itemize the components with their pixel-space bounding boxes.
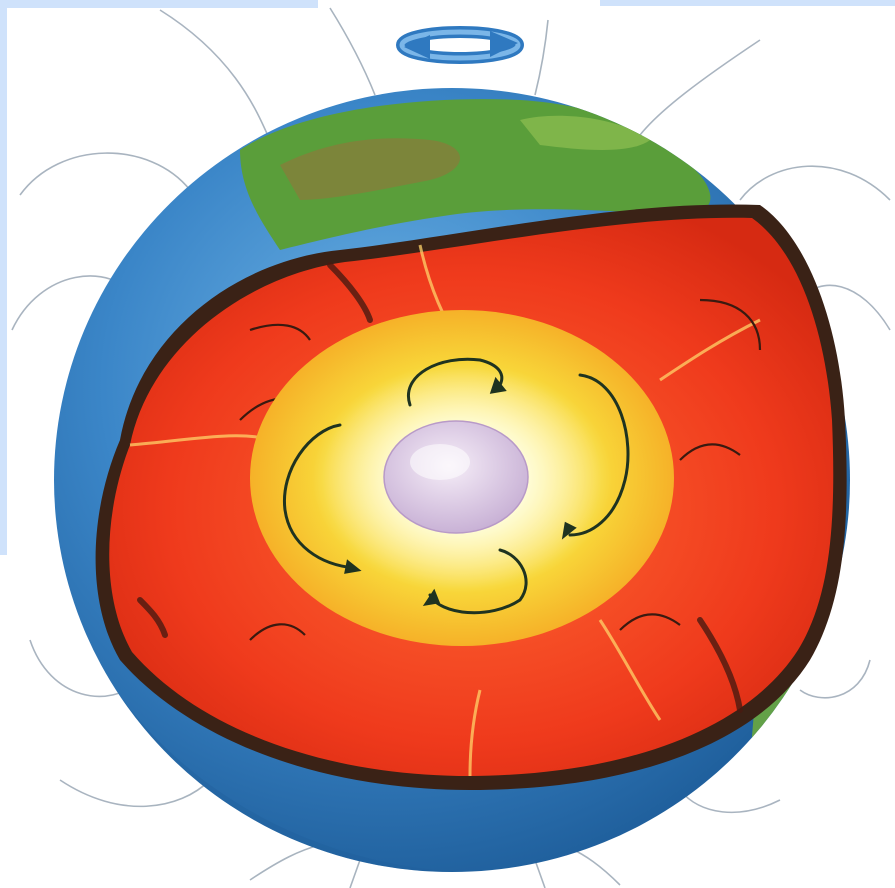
inner-core-highlight xyxy=(410,444,470,480)
field-line xyxy=(680,790,780,812)
field-line xyxy=(330,8,375,95)
field-line xyxy=(350,860,360,888)
rotation-arrow-icon xyxy=(402,31,518,59)
field-line xyxy=(800,660,870,698)
field-line xyxy=(20,153,190,195)
field-line xyxy=(535,20,548,95)
field-line xyxy=(640,40,760,135)
field-line xyxy=(570,848,620,885)
field-line xyxy=(60,780,210,806)
field-line xyxy=(535,860,545,888)
field-line xyxy=(250,845,320,880)
field-line xyxy=(740,166,890,200)
field-line xyxy=(160,10,270,140)
earth-globe xyxy=(40,88,860,888)
